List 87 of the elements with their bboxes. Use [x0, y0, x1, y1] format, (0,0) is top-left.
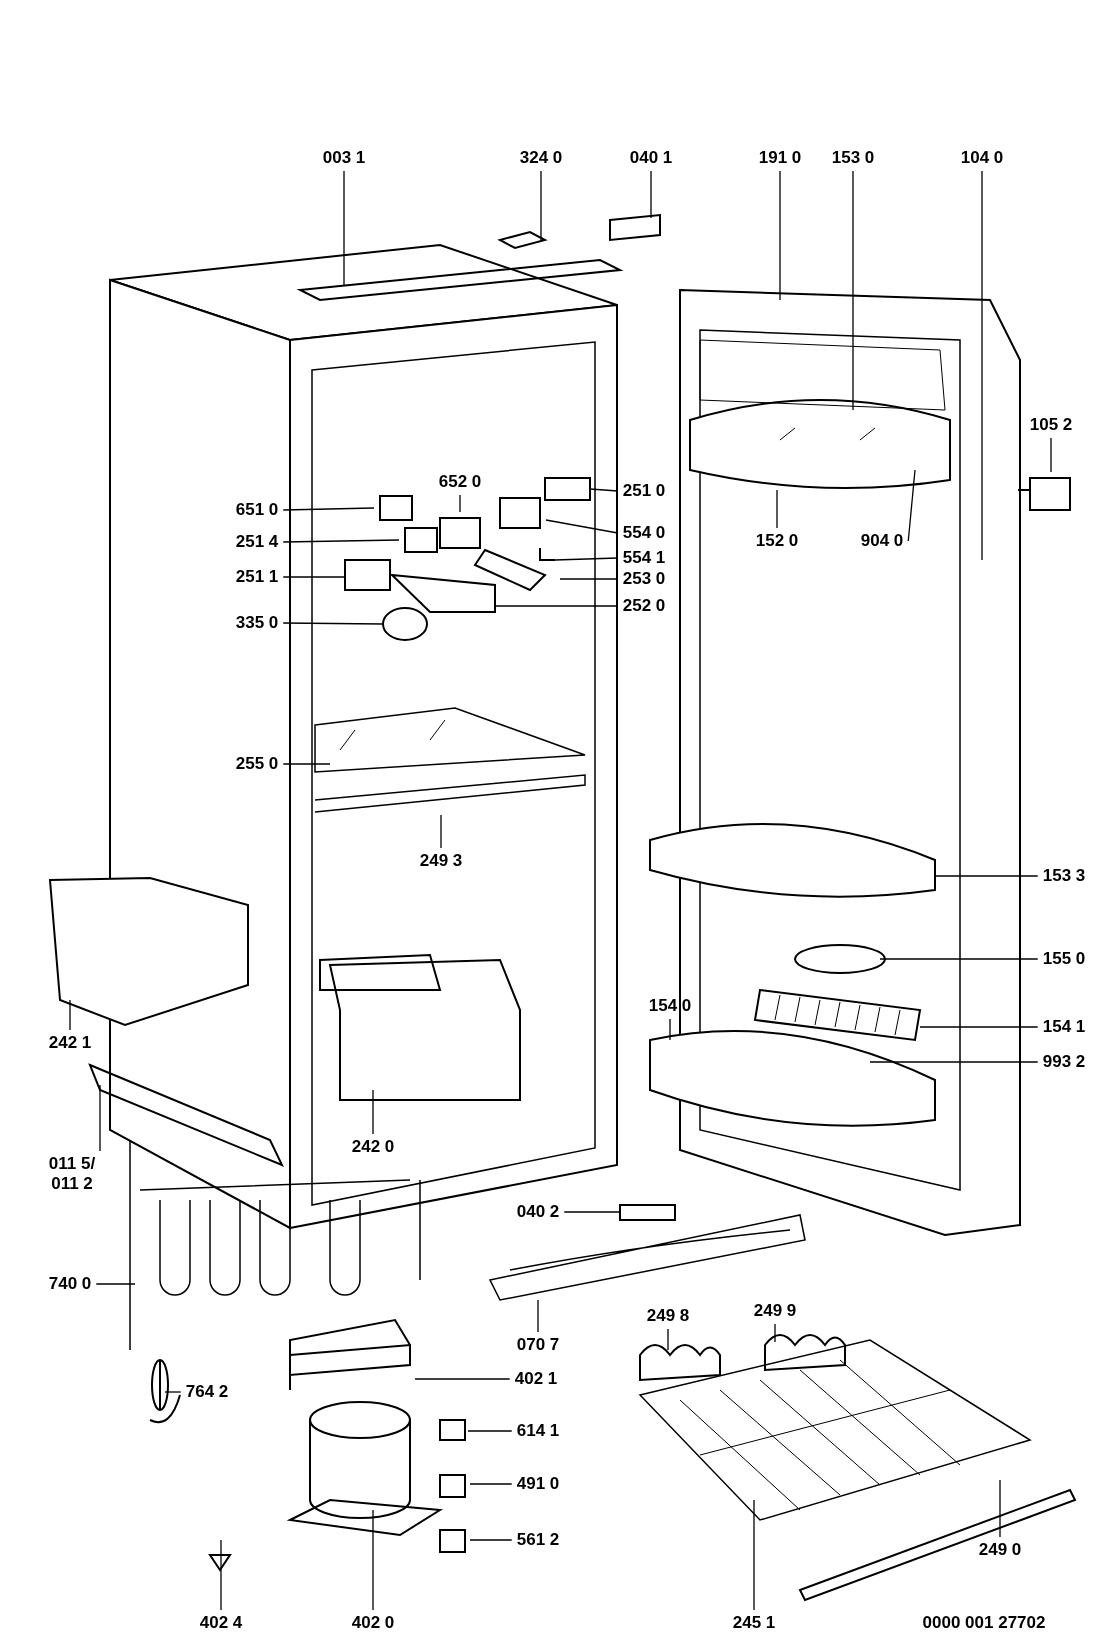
leader-line	[869, 1061, 1039, 1063]
leader-line	[545, 519, 619, 534]
leader-line	[589, 488, 619, 492]
leader-line	[459, 494, 461, 513]
callout-number: 105 2	[1027, 415, 1075, 435]
leader-line	[563, 1211, 621, 1213]
callout-number: 153 0	[829, 148, 877, 168]
leader-line	[1050, 437, 1052, 473]
leader-line	[559, 578, 619, 580]
callout-number: 070 7	[514, 1335, 562, 1355]
callout-number: 740 0	[46, 1274, 94, 1294]
callout-number: 324 0	[517, 148, 565, 168]
leader-line	[774, 1323, 776, 1343]
leader-line	[852, 170, 854, 411]
leader-line	[282, 539, 400, 543]
leader-line	[469, 1483, 513, 1485]
callout-number: 155 0	[1040, 949, 1088, 969]
callout-number: 154 0	[646, 996, 694, 1016]
leader-line	[879, 958, 1039, 960]
callout-number: 242 1	[46, 1033, 94, 1053]
callout-number: 402 1	[512, 1369, 560, 1389]
leader-line	[907, 469, 916, 542]
callout-number: 249 8	[644, 1306, 692, 1326]
leader-line	[164, 1391, 182, 1393]
callout-number: 554 1	[620, 548, 668, 568]
callout-number: 152 0	[753, 531, 801, 551]
leader-line	[669, 1018, 671, 1041]
callout-number: 764 2	[183, 1382, 231, 1402]
callout-number: 255 0	[233, 754, 281, 774]
callout-number: 402 0	[349, 1613, 397, 1633]
callout-number: 242 0	[349, 1137, 397, 1157]
leader-line	[99, 1084, 101, 1152]
callout-number: 253 0	[620, 569, 668, 589]
callout-number: 993 2	[1040, 1052, 1088, 1072]
callout-number: 003 1	[320, 148, 368, 168]
leader-line	[753, 1499, 755, 1611]
leader-line	[220, 1539, 222, 1611]
leader-line	[999, 1479, 1001, 1538]
callout-number: 249 3	[417, 851, 465, 871]
leader-line	[282, 507, 375, 511]
leader-line	[919, 1026, 1039, 1028]
callout-number: 561 2	[514, 1530, 562, 1550]
callout-number: 153 3	[1040, 866, 1088, 886]
leader-line	[540, 170, 542, 241]
callout-number: 651 0	[233, 500, 281, 520]
leader-line	[554, 557, 619, 561]
leader-line	[469, 1539, 513, 1541]
leader-line	[372, 1089, 374, 1135]
callout-number: 104 0	[958, 148, 1006, 168]
leader-line	[934, 875, 1039, 877]
callout-number: 040 1	[627, 148, 675, 168]
callout-number: 245 1	[730, 1613, 778, 1633]
callout-number: 904 0	[858, 531, 906, 551]
callout-number: 554 0	[620, 523, 668, 543]
callout-number: 252 0	[620, 596, 668, 616]
leader-line	[282, 622, 384, 625]
leader-line	[95, 1283, 136, 1285]
leader-line	[343, 170, 345, 286]
callout-number: 251 1	[233, 567, 281, 587]
leader-line	[414, 1378, 511, 1380]
callout-number: 251 0	[620, 481, 668, 501]
leader-line	[650, 170, 652, 219]
leader-line	[282, 763, 331, 765]
leader-line	[494, 605, 619, 607]
callout-number: 251 4	[233, 532, 281, 552]
leader-line	[667, 1328, 669, 1351]
leader-line	[372, 1509, 374, 1611]
leader-line	[776, 489, 778, 529]
leader-line	[779, 170, 781, 301]
callout-number: 335 0	[233, 613, 281, 633]
callout-number: 249 9	[751, 1301, 799, 1321]
leader-line	[69, 999, 71, 1031]
leader-line	[282, 576, 346, 578]
leader-line	[440, 814, 442, 849]
callout-number: 402 4	[197, 1613, 245, 1633]
leader-line	[467, 1430, 513, 1432]
callout-number: 191 0	[756, 148, 804, 168]
callout-number: 491 0	[514, 1474, 562, 1494]
leader-line	[981, 170, 983, 561]
callout-number: 011 5/ 011 2	[40, 1154, 104, 1194]
callout-number: 040 2	[514, 1202, 562, 1222]
callout-number: 154 1	[1040, 1017, 1088, 1037]
drawing-number: 0000 001 27702	[921, 1613, 1047, 1633]
leader-line	[537, 1299, 539, 1333]
callout-number: 614 1	[514, 1421, 562, 1441]
callout-number: 249 0	[976, 1540, 1024, 1560]
callout-number: 652 0	[436, 472, 484, 492]
